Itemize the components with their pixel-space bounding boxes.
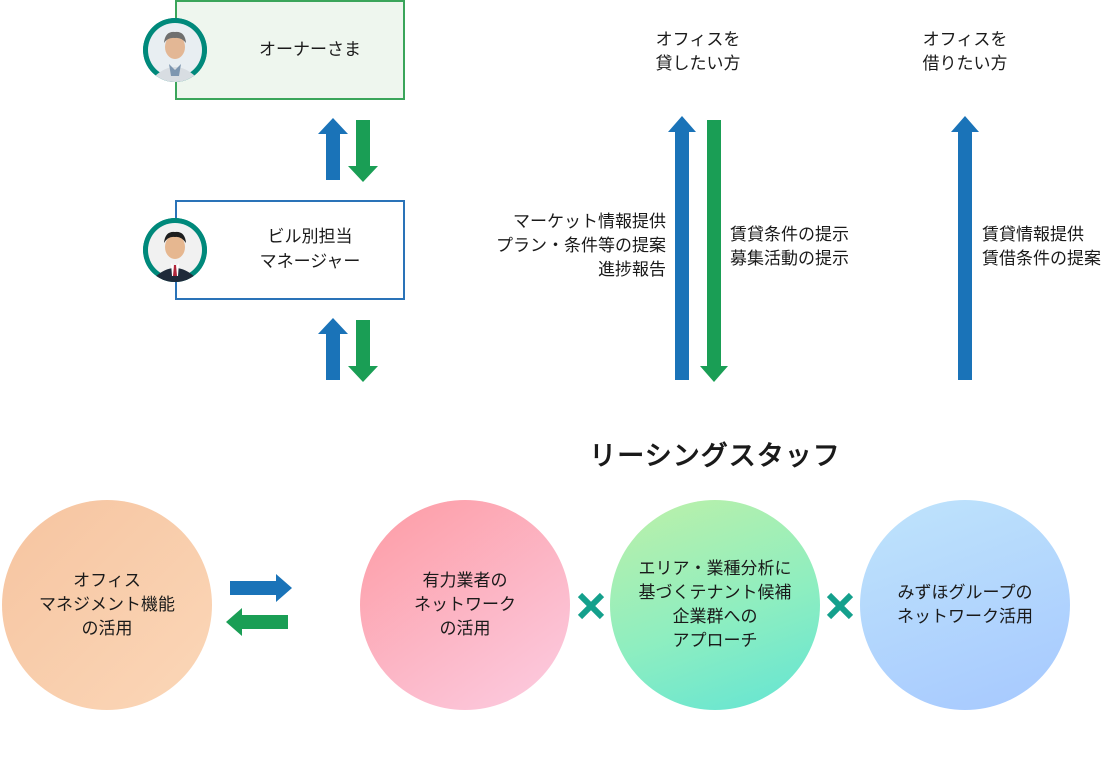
lender-down-line: 賃貸条件の提示 [730, 225, 849, 245]
network-circle-line: ネットワーク [414, 595, 516, 615]
manager-label: ビル別担当 マネージャー [220, 225, 361, 275]
owner-manager-up-arrow [318, 118, 348, 180]
manager-staff-up-arrow [318, 318, 348, 380]
lender-up-text: マーケット情報提供 プラン・条件等の提案 進捗報告 [466, 210, 666, 282]
owner-manager-down-arrow [348, 120, 378, 182]
office-to-staff-arrow [230, 574, 292, 602]
manager-box: ビル別担当 マネージャー [175, 200, 405, 300]
borrower-up-arrow [951, 116, 979, 380]
area-circle-line: 基づくテナント候補 [638, 583, 792, 603]
lender-up-line: プラン・条件等の提案 [496, 236, 666, 256]
office-circle-line: オフィス [73, 571, 141, 591]
manager-staff-down-arrow [348, 320, 378, 382]
mizuho-circle-line: みずほグループの [897, 583, 1033, 603]
network-circle-line: の活用 [439, 619, 491, 639]
manager-avatar [143, 218, 207, 282]
manager-label-line2: マネージャー [259, 252, 361, 272]
manager-label-line1: ビル別担当 [267, 227, 353, 247]
borrower-up-text: 賃貸情報提供 賃借条件の提案 [982, 223, 1118, 271]
office-circle-line: の活用 [81, 619, 133, 639]
leasing-staff-title: リーシングスタッフ [589, 441, 841, 472]
lender-heading-line1: オフィスを [655, 30, 741, 50]
lender-up-line: マーケット情報提供 [513, 212, 666, 232]
staff-to-office-arrow [226, 608, 288, 636]
lender-heading-line2: 貸したい方 [655, 54, 741, 74]
lender-down-arrow [700, 120, 728, 382]
owner-label: オーナーさま [259, 39, 361, 60]
borrower-up-line: 賃借条件の提案 [982, 249, 1101, 269]
borrower-heading-line1: オフィスを [922, 30, 1008, 50]
office-circle-line: マネジメント機能 [39, 595, 175, 615]
mizuho-network-circle: みずほグループの ネットワーク活用 [860, 500, 1070, 710]
area-circle-line: 企業群への [672, 607, 758, 627]
owner-avatar [143, 18, 207, 82]
borrower-heading: オフィスを 借りたい方 [885, 28, 1045, 76]
lender-down-line: 募集活動の提示 [730, 249, 849, 269]
lender-heading: オフィスを 貸したい方 [618, 28, 778, 76]
network-circle-line: 有力業者の [422, 571, 508, 591]
office-management-circle: オフィス マネジメント機能 の活用 [2, 500, 212, 710]
borrower-up-line: 賃貸情報提供 [982, 225, 1084, 245]
partner-network-circle: 有力業者の ネットワーク の活用 [360, 500, 570, 710]
area-circle-line: エリア・業種分析に [638, 559, 792, 579]
lender-up-line: 進捗報告 [598, 260, 666, 280]
owner-box: オーナーさま [175, 0, 405, 100]
lender-down-text: 賃貸条件の提示 募集活動の提示 [730, 223, 890, 271]
area-circle-line: アプローチ [672, 631, 758, 651]
lender-up-arrow [668, 116, 696, 380]
mizuho-circle-line: ネットワーク活用 [897, 607, 1033, 627]
cross-icon [577, 592, 605, 620]
borrower-heading-line2: 借りたい方 [922, 54, 1008, 74]
cross-icon [826, 592, 854, 620]
tenant-approach-circle: エリア・業種分析に 基づくテナント候補 企業群への アプローチ [610, 500, 820, 710]
